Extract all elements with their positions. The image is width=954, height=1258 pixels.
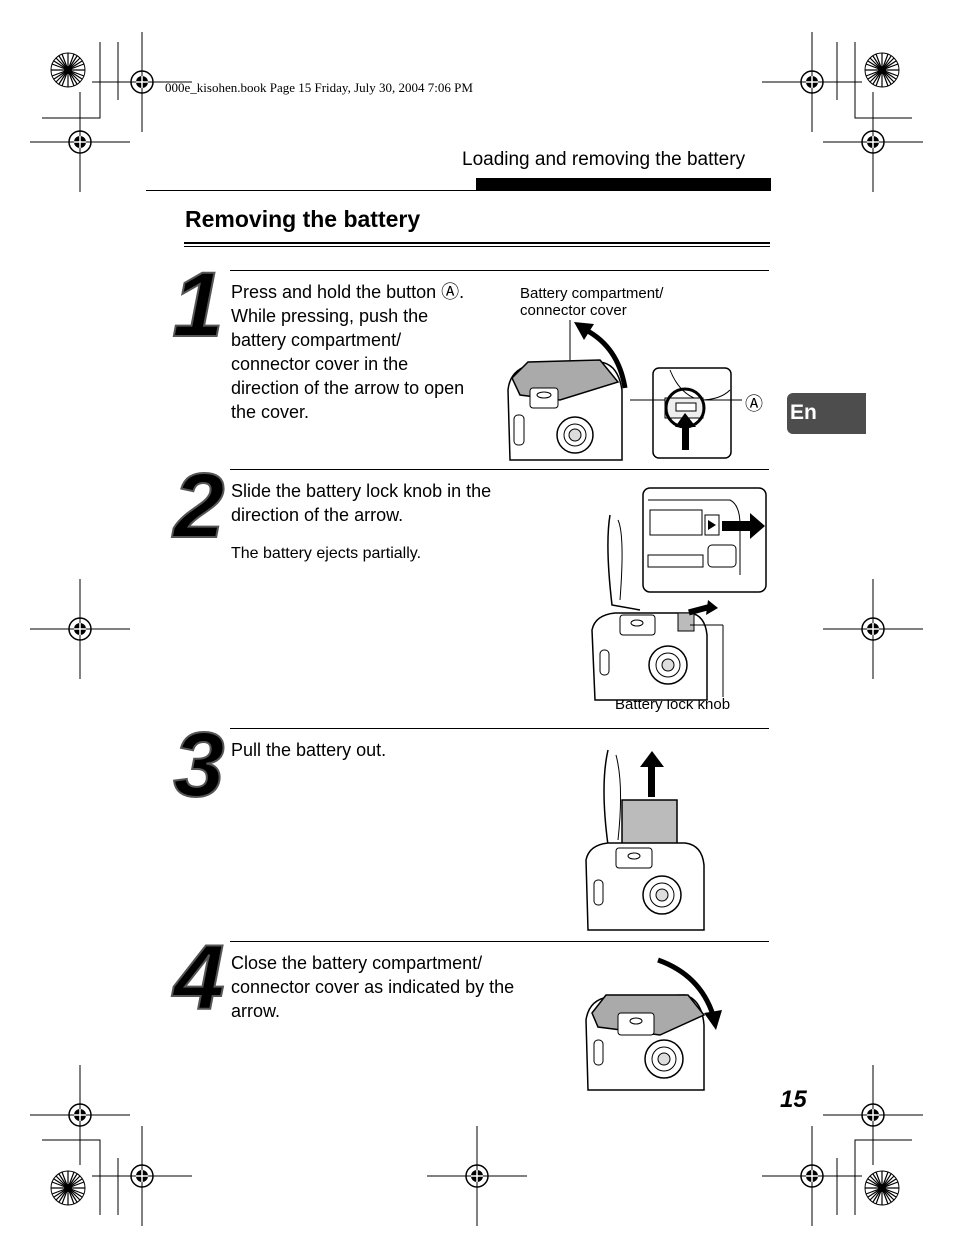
- print-info: 000e_kisohen.book Page 15 Friday, July 3…: [165, 80, 473, 95]
- step-1-number: 1: [171, 253, 224, 357]
- button-a-marker: Ⓐ: [745, 394, 763, 414]
- camera-open-cover-illustration: [507, 320, 742, 461]
- camera-close-cover-illustration: [585, 957, 722, 1091]
- step-4-text: Close the battery compartment/ connector…: [231, 953, 515, 1021]
- svg-text:3: 3: [173, 714, 224, 816]
- camera-lock-knob-illustration: [591, 487, 767, 701]
- step-1-rule: [230, 270, 769, 271]
- step-3-text: Pull the battery out.: [231, 740, 387, 760]
- page-number: 15: [780, 1086, 807, 1113]
- step-3-number: 3: [172, 713, 225, 817]
- camera-pull-battery-illustration: [585, 749, 705, 931]
- step-1-text: Press and hold the button Ⓐ. While press…: [231, 282, 465, 422]
- page-title: Removing the battery: [185, 206, 421, 232]
- step-4-number: 4: [170, 926, 225, 1030]
- svg-text:2: 2: [171, 455, 224, 557]
- header-rule-thin: [146, 190, 476, 191]
- title-rule-secondary: [184, 246, 770, 247]
- step-4-rule: [230, 941, 769, 942]
- step-2-rule: [230, 469, 769, 470]
- step-1-caption: Battery compartment/ connector cover: [520, 285, 664, 319]
- language-tab: En: [787, 393, 866, 434]
- step-2-text: Slide the battery lock knob in the direc…: [231, 481, 492, 525]
- header-rule-thick: [476, 178, 771, 191]
- section-title: Loading and removing the battery: [462, 149, 746, 170]
- svg-text:1: 1: [172, 254, 223, 356]
- step-3-rule: [230, 728, 769, 729]
- title-rule: [184, 242, 770, 244]
- svg-text:4: 4: [171, 927, 224, 1029]
- step-2-note: The battery ejects partially.: [231, 545, 422, 562]
- step-2-number: 2: [170, 454, 225, 558]
